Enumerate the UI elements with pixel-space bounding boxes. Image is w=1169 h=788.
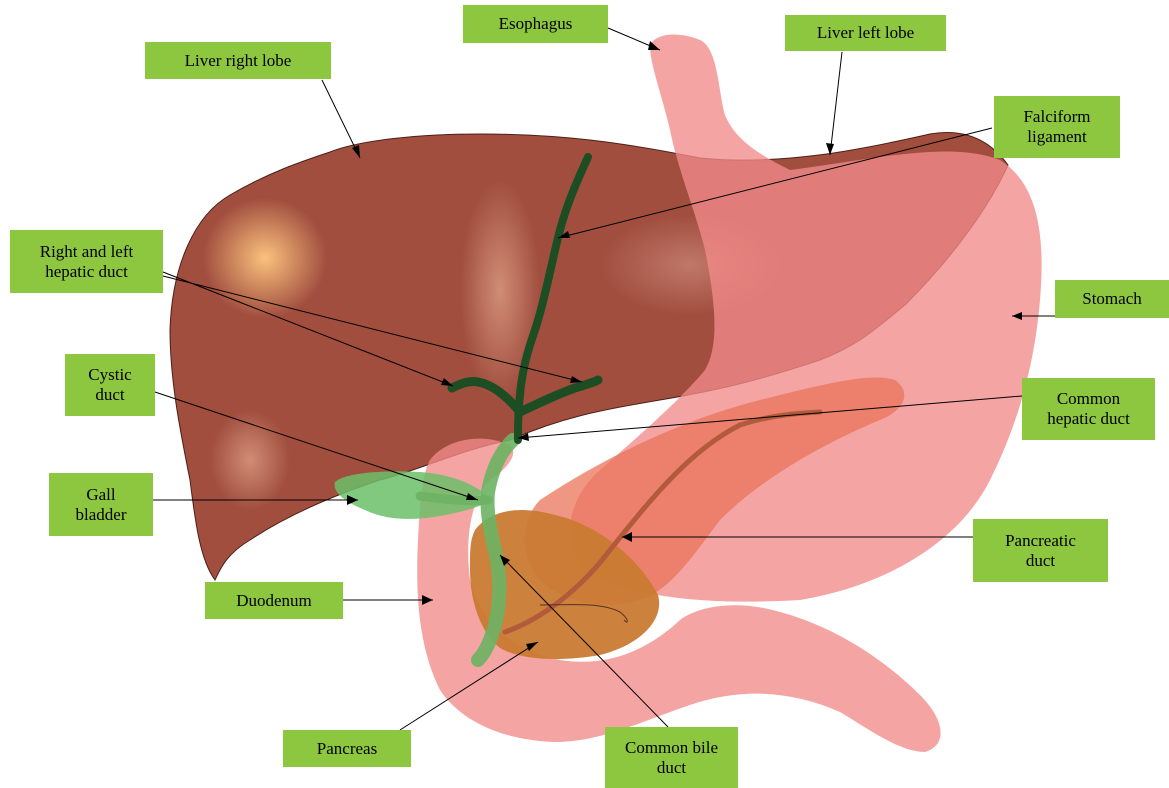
label-pancreas: Pancreas xyxy=(283,730,411,767)
label-gall-bladder: Gall bladder xyxy=(49,473,153,536)
leader-liver-left-lobe xyxy=(830,52,842,155)
label-text: Falciform xyxy=(1023,107,1090,127)
label-text: hepatic duct xyxy=(45,262,128,282)
label-text: Esophagus xyxy=(499,14,573,34)
label-common-bile-duct: Common bile duct xyxy=(605,727,738,788)
label-text: Stomach xyxy=(1082,289,1142,309)
label-text: hepatic duct xyxy=(1047,409,1130,429)
label-duodenum: Duodenum xyxy=(205,582,343,619)
leader-liver-right-lobe xyxy=(322,80,360,158)
label-text: duct xyxy=(95,385,124,405)
label-text: Pancreatic xyxy=(1005,531,1076,551)
label-text: Right and left xyxy=(40,242,133,262)
label-text: Liver left lobe xyxy=(817,23,914,43)
label-esophagus: Esophagus xyxy=(463,5,608,43)
label-stomach: Stomach xyxy=(1055,280,1169,318)
label-falciform-ligament: Falciform ligament xyxy=(994,96,1120,158)
label-common-hepatic-duct: Common hepatic duct xyxy=(1022,378,1155,440)
label-text: duct xyxy=(657,758,686,778)
liver-highlight xyxy=(210,410,290,510)
liver-highlight xyxy=(203,198,327,318)
label-text: bladder xyxy=(76,505,127,525)
label-text: ligament xyxy=(1027,127,1086,147)
label-pancreatic-duct: Pancreatic duct xyxy=(973,519,1108,582)
label-text: Gall xyxy=(86,485,115,505)
label-text: Cystic xyxy=(88,365,131,385)
label-text: Common bile xyxy=(625,738,718,758)
label-text: duct xyxy=(1026,551,1055,571)
label-cystic-duct: Cystic duct xyxy=(65,354,155,416)
label-text: Duodenum xyxy=(236,591,312,611)
label-text: Liver right lobe xyxy=(185,51,292,71)
label-liver-right-lobe: Liver right lobe xyxy=(145,42,331,79)
label-text: Common xyxy=(1057,389,1120,409)
label-liver-left-lobe: Liver left lobe xyxy=(785,15,946,51)
label-right-left-hepatic-duct: Right and left hepatic duct xyxy=(10,230,163,293)
label-text: Pancreas xyxy=(317,739,377,759)
